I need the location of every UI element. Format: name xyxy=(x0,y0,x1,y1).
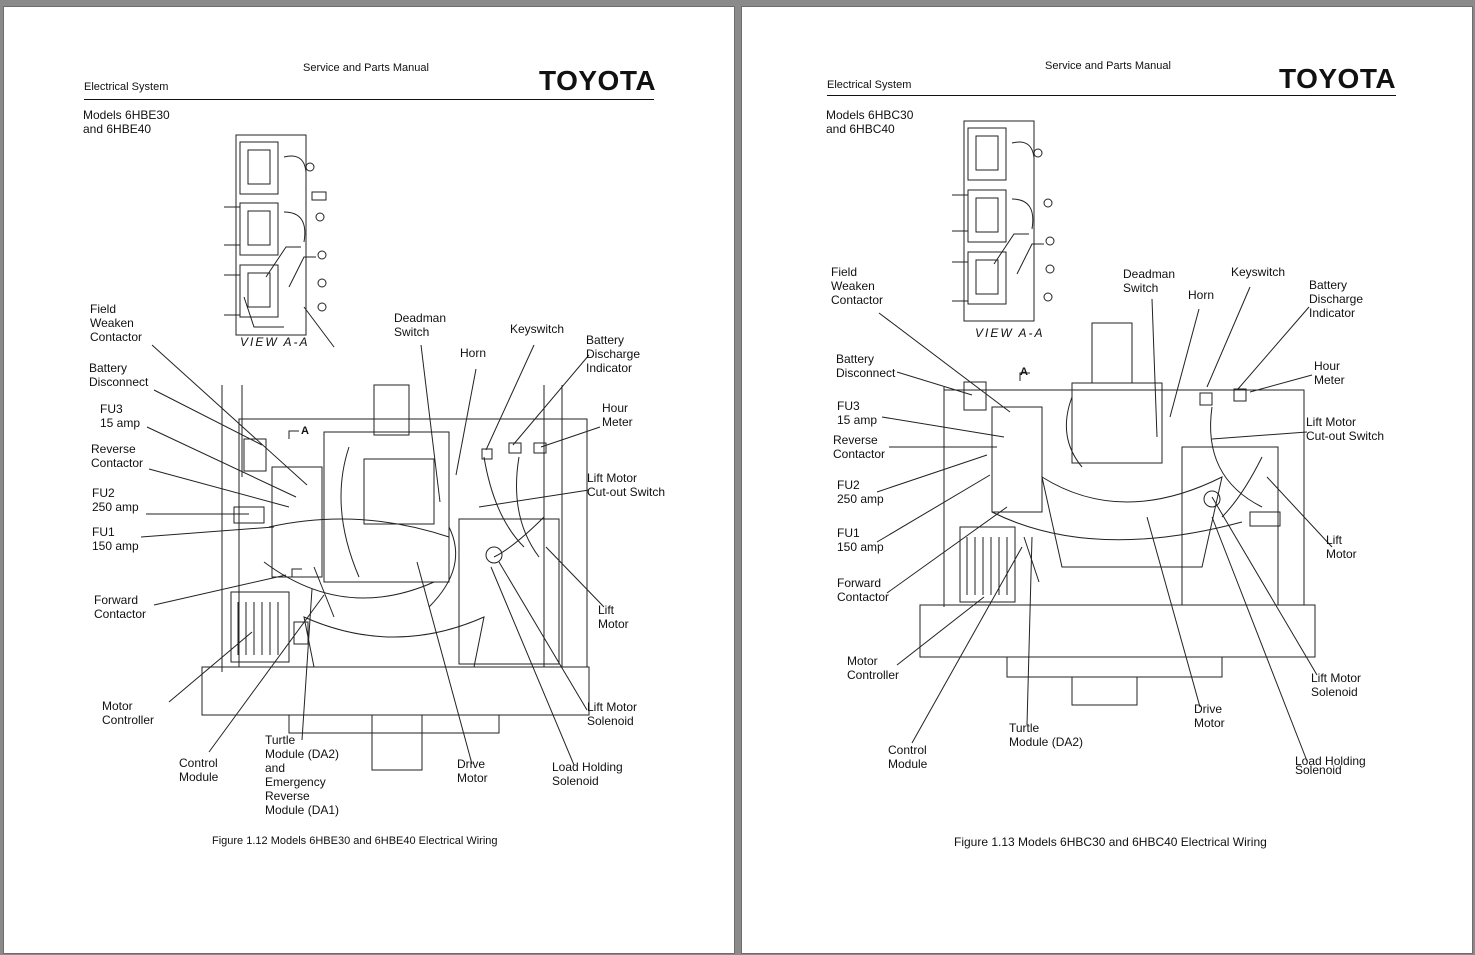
callout-control-module: Control Module xyxy=(179,756,219,784)
wiring-diagram-left xyxy=(140,134,605,771)
wiring-diagram-right xyxy=(876,120,1333,762)
callout-battery-discharge-indicator: Battery Discharge Indicator xyxy=(586,333,641,375)
callout-keyswitch: Keyswitch xyxy=(1231,265,1286,279)
section-title: Electrical System xyxy=(84,81,169,93)
manual-title: Service and Parts Manual xyxy=(303,62,429,74)
callout-cutout-switch: Lift Motor Cut-out Switch xyxy=(587,471,666,499)
models-label: Models 6HBE30 and 6HBE40 xyxy=(83,108,170,136)
callout-turtle-module: Turtle Module (DA2) xyxy=(1009,721,1084,749)
callout-forward-contactor: Forward Contactor xyxy=(94,593,147,621)
view-aa-inset xyxy=(952,120,1055,322)
brand-logo: TOYOTA xyxy=(1279,63,1397,94)
callout-fu1: FU1 150 amp xyxy=(837,526,884,554)
callout-fu2: FU2 250 amp xyxy=(837,478,884,506)
callout-keyswitch: Keyswitch xyxy=(510,322,565,336)
section-title: Electrical System xyxy=(827,79,912,91)
view-label: VIEW A-A xyxy=(975,326,1045,340)
callout-turtle-module: Turtle Module (DA2) and Emergency Revers… xyxy=(265,733,340,817)
callout-leaders xyxy=(876,286,1333,762)
truck-body xyxy=(919,322,1316,706)
section-marker: A xyxy=(1020,366,1028,378)
callout-field-weaken: Field Weaken Contactor xyxy=(90,302,143,344)
view-aa-inset xyxy=(224,134,335,348)
callout-deadman-switch: Deadman Switch xyxy=(1123,267,1176,295)
callout-load-holding-solenoid: Load Holding Solenoid xyxy=(552,760,623,788)
callout-drive-motor: Drive Motor xyxy=(1194,702,1225,730)
callout-leaders xyxy=(140,344,605,766)
callout-fu3: FU3 15 amp xyxy=(837,399,878,427)
callout-fu3: FU3 15 amp xyxy=(100,402,141,430)
manual-page-right: Service and Parts Manual Electrical Syst… xyxy=(741,6,1473,954)
callout-lift-motor: Lift Motor xyxy=(598,603,629,631)
callout-fu1: FU1 150 amp xyxy=(92,525,139,553)
callout-battery-disconnect: Battery Disconnect xyxy=(836,352,896,380)
callout-horn: Horn xyxy=(1188,288,1215,302)
callout-load-holding-solenoid: Load Holding Solenoid xyxy=(1295,754,1366,777)
callout-cutout-switch: Lift Motor Cut-out Switch xyxy=(1306,415,1385,443)
callout-deadman-switch: Deadman Switch xyxy=(394,311,447,339)
callout-battery-disconnect: Battery Disconnect xyxy=(89,361,149,389)
callout-drive-motor: Drive Motor xyxy=(457,757,488,785)
figure-caption: Figure 1.13 Models 6HBC30 and 6HBC40 Ele… xyxy=(954,835,1267,849)
callout-field-weaken: Field Weaken Contactor xyxy=(831,265,884,307)
section-marker: A xyxy=(301,425,309,437)
view-label: VIEW A-A xyxy=(240,335,310,349)
callout-lift-motor-solenoid: Lift Motor Solenoid xyxy=(1311,671,1362,699)
callout-motor-controller: Motor Controller xyxy=(847,654,900,682)
callout-lift-motor: Lift Motor xyxy=(1326,533,1357,561)
callout-hour-meter: Hour Meter xyxy=(1314,359,1345,387)
header-rule xyxy=(827,95,1396,96)
brand-logo: TOYOTA xyxy=(539,65,657,96)
header-rule xyxy=(84,99,654,100)
callout-forward-contactor: Forward Contactor xyxy=(837,576,890,604)
truck-body xyxy=(201,384,590,771)
manual-title: Service and Parts Manual xyxy=(1045,60,1171,72)
callout-reverse-contactor: Reverse Contactor xyxy=(91,442,144,470)
callout-fu2: FU2 250 amp xyxy=(92,486,139,514)
figure-caption: Figure 1.12 Models 6HBE30 and 6HBE40 Ele… xyxy=(212,835,498,847)
callout-reverse-contactor: Reverse Contactor xyxy=(833,433,886,461)
callout-horn: Horn xyxy=(460,346,487,360)
callout-control-module: Control Module xyxy=(888,743,928,771)
callout-lift-motor-solenoid: Lift Motor Solenoid xyxy=(587,700,638,728)
manual-page-left: Service and Parts Manual Electrical Syst… xyxy=(3,6,735,954)
callout-battery-discharge-indicator: Battery Discharge Indicator xyxy=(1309,278,1364,320)
models-label: Models 6HBC30 and 6HBC40 xyxy=(826,108,914,136)
callout-motor-controller: Motor Controller xyxy=(102,699,155,727)
callout-hour-meter: Hour Meter xyxy=(602,401,633,429)
